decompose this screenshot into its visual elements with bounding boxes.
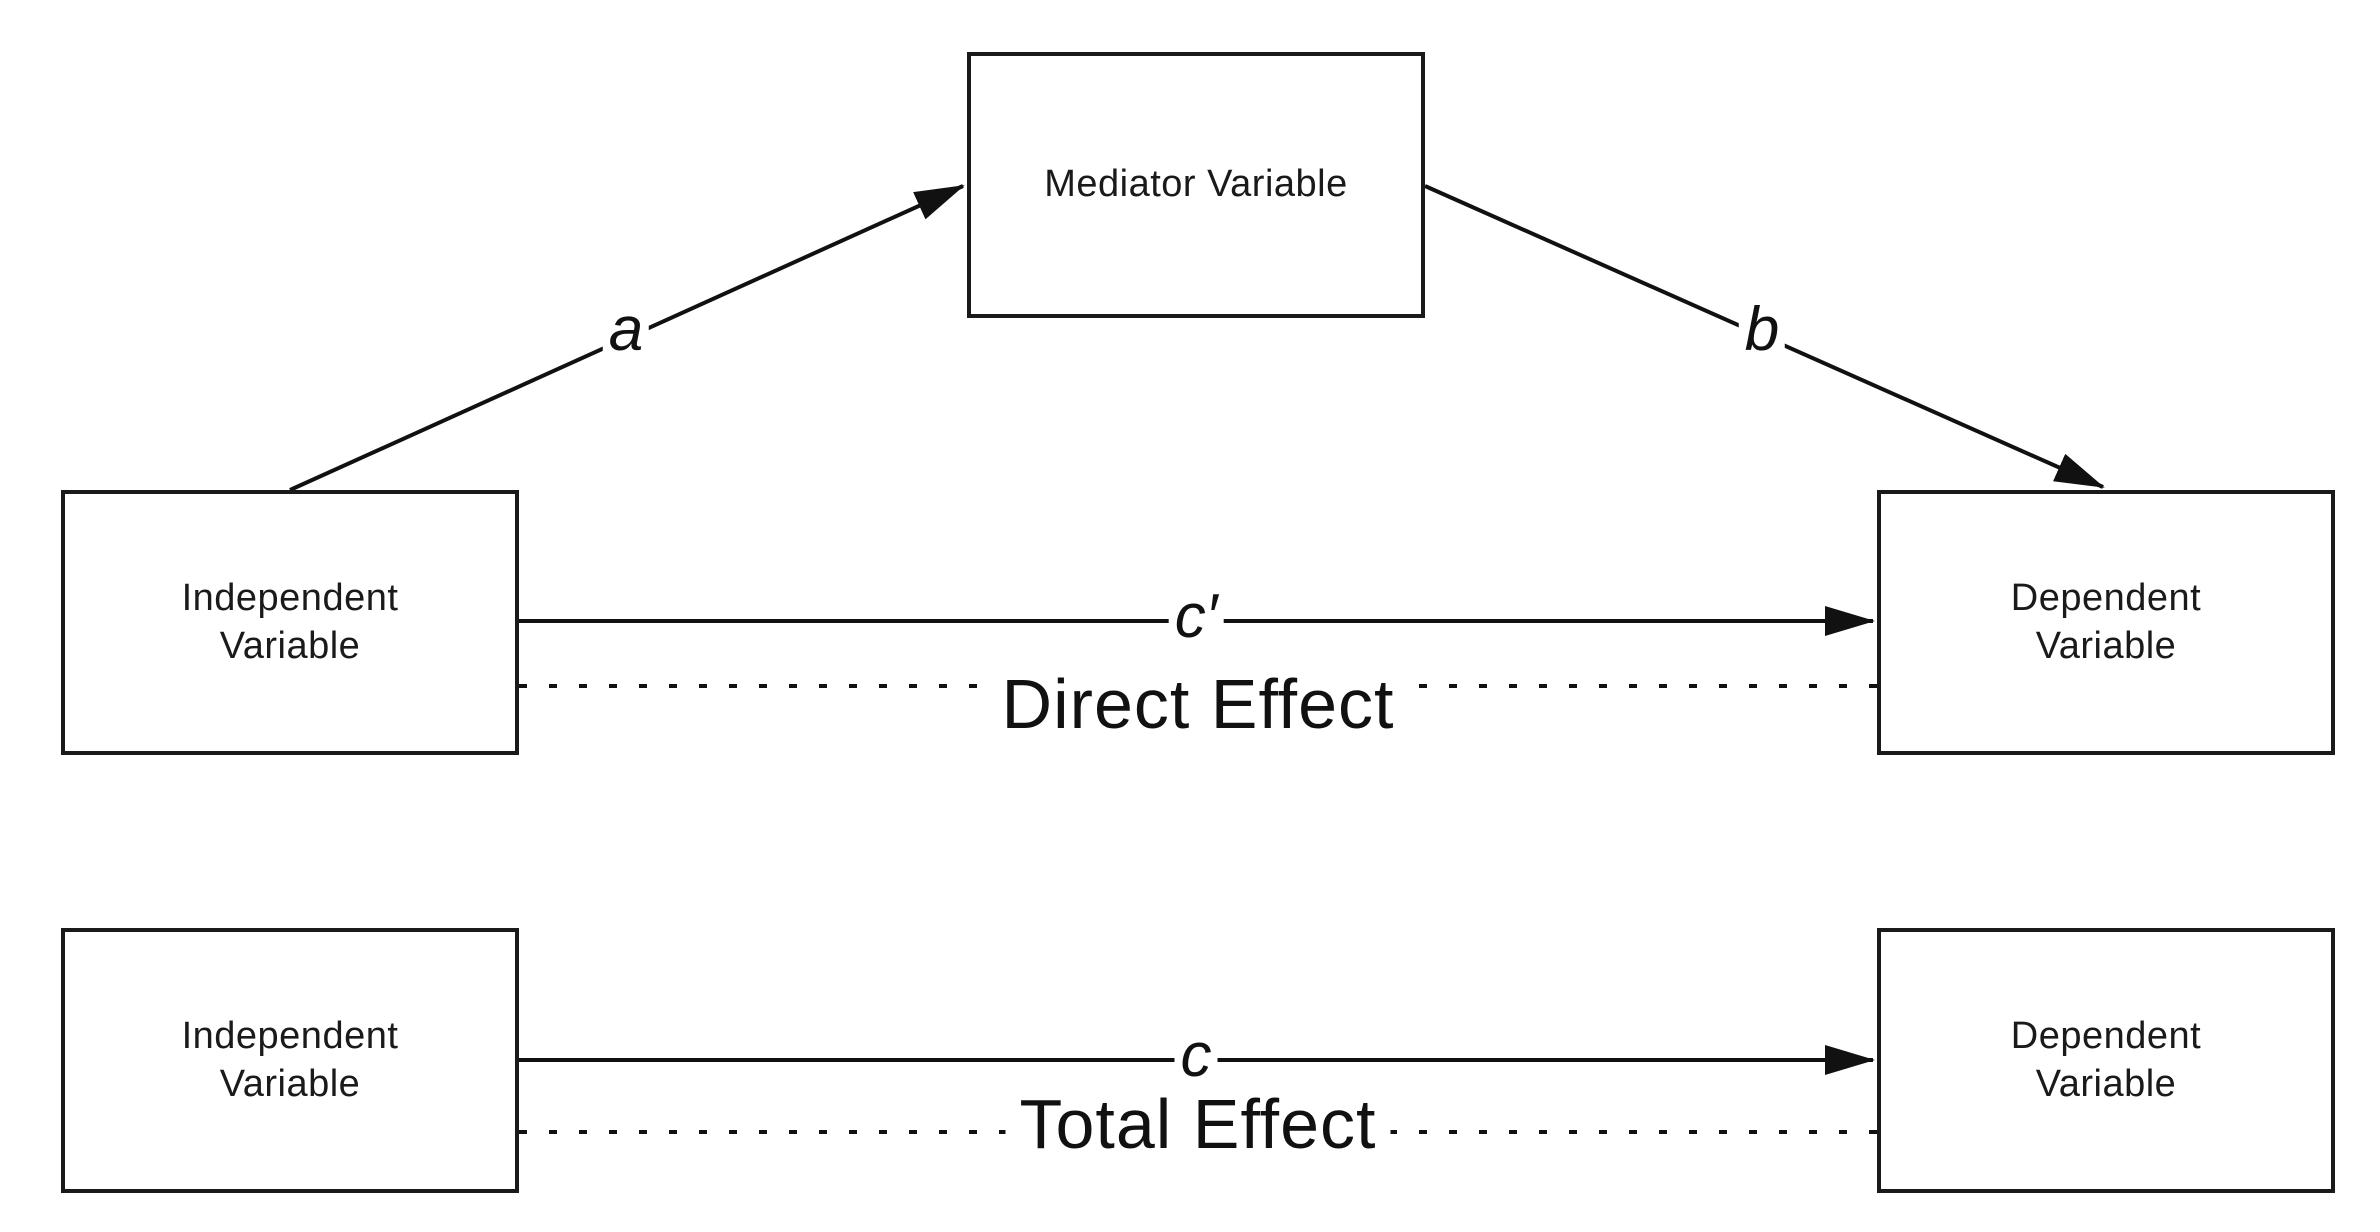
dependent-variable-box-top: Dependent Variable [1877,490,2335,755]
mediator-variable-box: Mediator Variable [967,52,1425,318]
dependent-variable-box-bottom: Dependent Variable [1877,928,2335,1193]
direct-effect-label: Direct Effect [987,669,1409,739]
independent-variable-label-bottom: Independent Variable [181,1015,399,1105]
path-c-prime-label: c′ [1168,586,1224,648]
total-effect-label: Total Effect [1005,1089,1391,1159]
mediator-variable-label: Mediator Variable [1044,163,1348,206]
path-a-label: a [602,299,650,361]
independent-variable-box-top: Independent Variable [61,490,519,755]
path-c-label: c [1174,1025,1218,1087]
dependent-variable-label-top: Dependent Variable [2010,577,2202,667]
dependent-variable-label-bottom: Dependent Variable [2010,1015,2202,1105]
independent-variable-box-bottom: Independent Variable [61,928,519,1193]
path-b-label: b [1738,299,1786,361]
independent-variable-label-top: Independent Variable [181,577,399,667]
